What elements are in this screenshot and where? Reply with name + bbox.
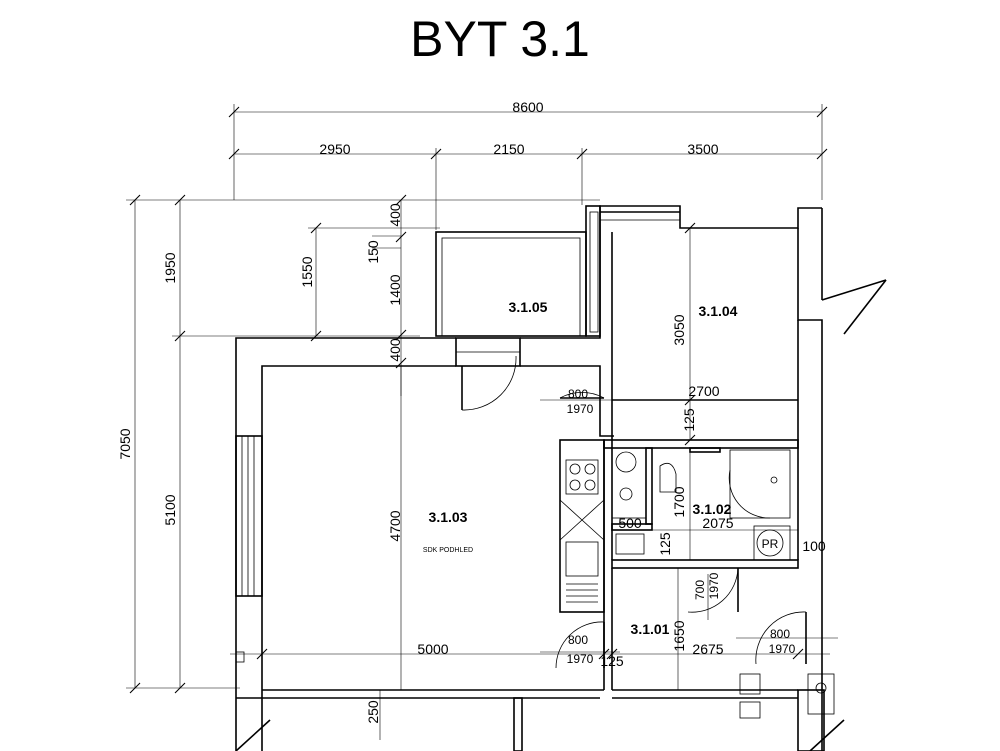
room-3-1-01-label: 3.1.01 [631,621,670,637]
plan-title: BYT 3.1 [410,11,590,67]
door-2-width: 700 [693,580,707,600]
dim-balcony-1400: 1400 [387,274,403,305]
dim-top-total: 8600 [512,99,543,115]
dim-room-03-depth: 4700 [387,510,403,541]
dim-room-04-width: 2700 [688,383,719,399]
dim-bath-width: 2075 [702,515,733,531]
bathroom-fixtures: PR [611,447,791,561]
corner-equipment [739,673,835,719]
door-4-height: 1970 [769,642,796,656]
dim-left-lower: 5100 [162,494,178,525]
room-3-1-05-label: 3.1.05 [509,299,548,315]
room-3-1-02-label: 3.1.02 [693,501,732,517]
dim-bath-500: 500 [618,515,642,531]
dim-wall-125-a: 125 [681,408,697,432]
top-dimensions: 8600 2950 2150 3500 [228,99,828,230]
dim-wall-400: 400 [387,338,403,362]
dim-left-upper: 1950 [162,252,178,283]
kitchen-counter [559,439,605,613]
dim-room-03-width: 5000 [417,641,448,657]
dim-top-b: 2150 [493,141,524,157]
dim-room-04-depth: 3050 [671,314,687,345]
dim-balcony-400: 400 [387,203,403,227]
door-4-width: 800 [770,627,790,641]
room-3-1-03-label: 3.1.03 [429,509,468,525]
dim-hall-width: 2675 [692,641,723,657]
door-1-height: 1970 [567,402,594,416]
door-1-width: 800 [568,387,588,401]
door-2-height: 1970 [707,572,721,599]
window-left [235,435,263,663]
balcony-door [455,337,521,411]
left-dimensions: 7050 1950 5100 [117,194,600,694]
dim-top-c: 3500 [687,141,718,157]
washer-label: PR [762,537,779,551]
dim-hall-depth: 1650 [671,620,687,651]
dim-wall-125-b: 125 [657,532,673,556]
door-labels: 800 1970 700 1970 800 1970 800 1970 [540,387,838,666]
door-3-height: 1970 [567,652,594,666]
dim-wall-250: 250 [365,700,381,724]
dim-balcony-depth: 1550 [299,256,315,287]
room-labels: 3.1.05 3.1.04 3.1.03 SDK PODHLED 3.1.02 … [423,299,738,637]
dim-left-total: 7050 [117,428,133,459]
interior-dimensions: 3050 2700 125 1700 500 2075 125 100 4700… [230,222,830,740]
dim-wall-125-c: 125 [600,653,624,669]
door-3-width: 800 [568,633,588,647]
dim-balcony-150: 150 [365,240,381,264]
dim-top-a: 2950 [319,141,350,157]
room-3-1-04-label: 3.1.04 [699,303,738,319]
balcony-dimensions: 1550 150 400 1400 400 [299,194,440,396]
room-3-1-03-note: SDK PODHLED [423,547,473,554]
walls [235,205,887,751]
dim-wall-100: 100 [802,538,826,554]
dim-bath-depth: 1700 [671,486,687,517]
